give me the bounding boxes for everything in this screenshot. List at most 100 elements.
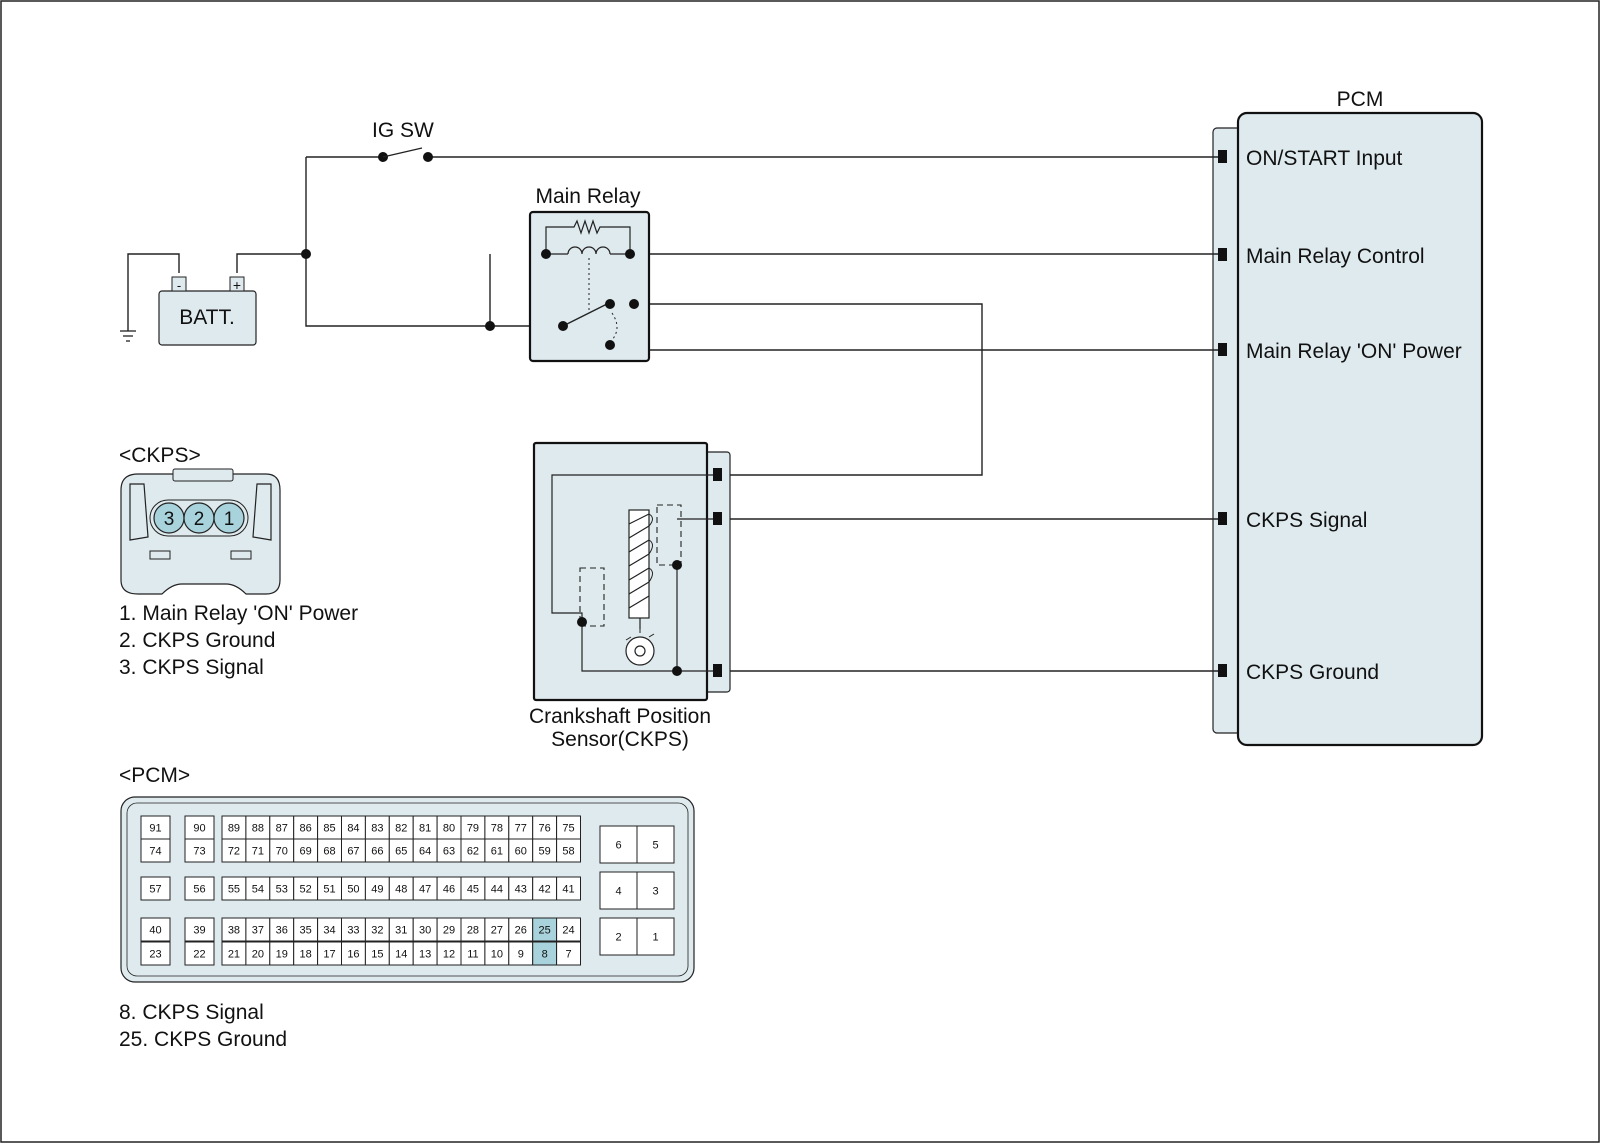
- pcm-pin-marker: [1218, 664, 1227, 677]
- pcm-pin-cell: [636, 917, 675, 956]
- pcm-pin-number: 18: [300, 949, 312, 961]
- pcm-pin-number: 63: [443, 846, 455, 858]
- pcm-pin-number: 60: [515, 846, 527, 858]
- pcm-pin-number: 78: [491, 823, 503, 835]
- battery-neg-terminal: [171, 276, 187, 292]
- pcm-pin-number: 6: [615, 840, 621, 852]
- pcm-pin-number: 45: [467, 884, 479, 896]
- relay-node: [625, 249, 635, 259]
- pcm-pin-marker: [1218, 248, 1227, 261]
- pcm-pin-number: 87: [276, 823, 288, 835]
- ckps-pin-number: 3: [164, 509, 175, 530]
- wire-ig-to-pcm: [305, 156, 1218, 254]
- pcm-pin-number: 52: [300, 884, 312, 896]
- ckps-dashed-element: [579, 567, 605, 627]
- pcm-pin-number: 8: [542, 949, 548, 961]
- pcm-pin-cell: [599, 917, 638, 956]
- ckps-node: [672, 666, 682, 676]
- ignition-switch: IG SW: [372, 119, 434, 162]
- pcm-pin-cell: [140, 838, 171, 863]
- pcm-pin-number: 25: [539, 925, 551, 937]
- pcm-pin-number: 22: [193, 949, 205, 961]
- pcm-pin-number: 40: [149, 925, 161, 937]
- pcm-pin-number: 86: [300, 823, 312, 835]
- pcm-pin-number: 70: [276, 846, 288, 858]
- pcm-module: PCM ON/START Input Main Relay Control Ma…: [1212, 88, 1484, 747]
- pcm-pin-number: 9: [518, 949, 524, 961]
- relay-node: [605, 299, 615, 309]
- pcm-pin-number: 66: [371, 846, 383, 858]
- pcm-body: [1236, 111, 1484, 747]
- main-relay-label: Main Relay: [535, 185, 641, 208]
- ckps-pin-number: 2: [194, 509, 205, 530]
- pcm-pin-number: 14: [395, 949, 407, 961]
- pcm-pin-number: 30: [419, 925, 431, 937]
- pcm-pin-cell: [140, 941, 171, 966]
- pcm-pin-number: 41: [562, 884, 574, 896]
- pcm-pin-number: 67: [347, 846, 359, 858]
- ckps-winding-back: [648, 513, 653, 583]
- pcm-pin-number: 51: [323, 884, 335, 896]
- pcm-pin-number: 90: [193, 823, 205, 835]
- main-relay-box: [528, 210, 651, 363]
- pcm-pin-number: 10: [491, 949, 503, 961]
- pcm-pin-number: 21: [228, 949, 240, 961]
- pcm-pin-cell: [140, 876, 171, 901]
- relay-switch-blade: [562, 303, 608, 327]
- pcm-pin-marker: [1218, 150, 1227, 163]
- pcm-legend-item: 25. CKPS Ground: [119, 1028, 287, 1051]
- pcm-pin-number: 36: [276, 925, 288, 937]
- pcm-pin-marker: [1218, 512, 1227, 525]
- pcm-pin-number: 12: [443, 949, 455, 961]
- ckps-connector-rib: [129, 483, 149, 541]
- pcm-pin-number: 33: [347, 925, 359, 937]
- pcm-pin-cell: [184, 941, 215, 966]
- relay-node: [629, 299, 639, 309]
- pcm-pin-number: 91: [149, 823, 161, 835]
- pcm-pin-number: 80: [443, 823, 455, 835]
- relay-node: [558, 321, 568, 331]
- pcm-pin-number: 48: [395, 884, 407, 896]
- pcm-pin-cell: [556, 917, 581, 942]
- pcm-pin-number: 3: [652, 886, 658, 898]
- pcm-pin-number: 72: [228, 846, 240, 858]
- pcm-pin-number: 64: [419, 846, 431, 858]
- ckps-legend-item: 2. CKPS Ground: [119, 629, 275, 652]
- ckps-connector-key: [230, 550, 252, 560]
- pcm-pin-number: 61: [491, 846, 503, 858]
- wiring: [127, 156, 1218, 672]
- pcm-pin-number: 53: [276, 884, 288, 896]
- pcm-pin-number: 83: [371, 823, 383, 835]
- ig-sw-contact: [423, 152, 433, 162]
- pcm-pin-number: 74: [149, 846, 161, 858]
- pcm-title: PCM: [1337, 88, 1384, 111]
- pcm-pin-number: 5: [652, 840, 658, 852]
- pcm-pin-number: 75: [562, 823, 574, 835]
- pcm-pin-number: 29: [443, 925, 455, 937]
- pcm-pin-cell: [556, 876, 581, 901]
- relay-node: [541, 249, 551, 259]
- pcm-pin-number: 7: [565, 949, 571, 961]
- pcm-pin-number: 24: [562, 925, 574, 937]
- pcm-pin-number: 28: [467, 925, 479, 937]
- ckps-winding-icon: [628, 513, 650, 609]
- pcm-pin-number: 4: [615, 886, 621, 898]
- pcm-pin-number: 39: [193, 925, 205, 937]
- pcm-pin-number: 43: [515, 884, 527, 896]
- pcm-pin-number: 50: [347, 884, 359, 896]
- ckps-connector-title: <CKPS>: [119, 444, 201, 467]
- pcm-pin-number: 37: [252, 925, 264, 937]
- relay-resistor-icon: [545, 219, 631, 254]
- battery-pos-sign: +: [233, 277, 241, 293]
- pcm-pin-number: 13: [419, 949, 431, 961]
- pcm-pin-cell: [636, 825, 675, 864]
- relay-node: [605, 340, 615, 350]
- ckps-connector-latch: [172, 468, 234, 482]
- pcm-pin-number: 89: [228, 823, 240, 835]
- pcm-pin-cell: [556, 838, 581, 863]
- ckps-legend-item: 1. Main Relay 'ON' Power: [119, 602, 358, 625]
- ckps-internal-wire: [551, 474, 713, 672]
- pcm-pin-cell: [140, 917, 171, 942]
